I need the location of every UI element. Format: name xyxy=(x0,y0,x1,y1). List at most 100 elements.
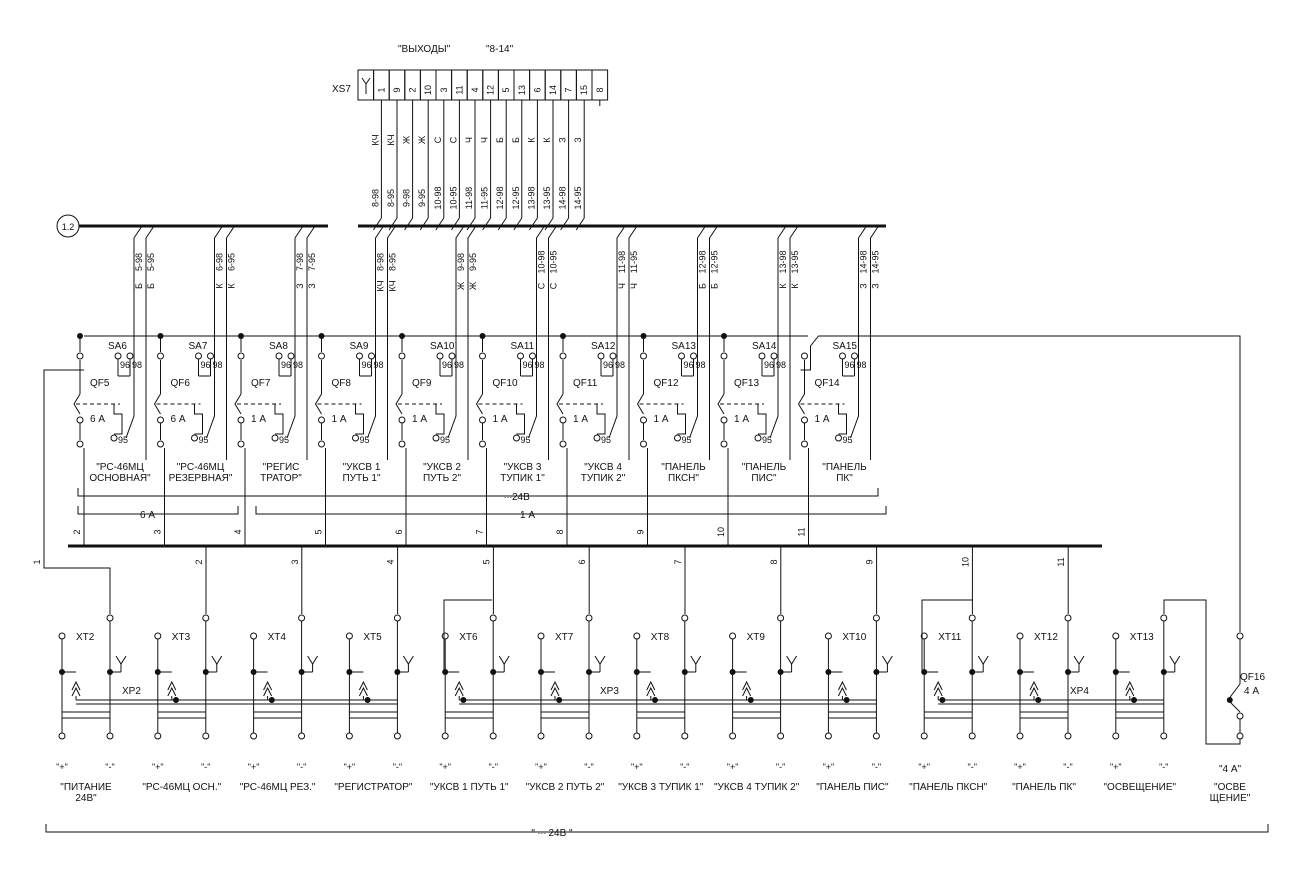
channel-wire-number-95: 5-95 xyxy=(146,253,156,271)
xs7-wire-color: Б xyxy=(495,137,505,143)
output-terminal xyxy=(58,732,66,740)
channel-label: "ПАНЕЛЬ xyxy=(742,462,787,473)
socket-icon xyxy=(263,680,273,691)
breaker-blade xyxy=(73,393,81,415)
switch-contact xyxy=(690,352,697,360)
xs7-wire-bend xyxy=(404,217,414,231)
switch-contact xyxy=(839,352,846,360)
channel-label: "РС-46МЦ xyxy=(177,462,225,473)
xs7-pin-number: 1 xyxy=(376,87,386,92)
output-label: "ОСВЕЩЕНИЕ" xyxy=(1104,782,1177,793)
output-terminal xyxy=(920,732,928,740)
bottom-bracket xyxy=(45,824,1269,833)
output-terminal xyxy=(393,732,401,740)
qf16-terminal xyxy=(1236,732,1244,740)
channel-wire-95 xyxy=(447,225,465,439)
terminal-block-input xyxy=(872,614,880,622)
breaker-label: QF13 xyxy=(734,378,759,389)
polarity-plus: "+" xyxy=(152,762,164,772)
bus-tap-number: 3 xyxy=(153,529,163,534)
channel-wire-color: К xyxy=(790,283,800,289)
xs7-wire-number: 9-98 xyxy=(402,189,412,207)
output-terminal xyxy=(154,732,162,740)
junction-dot xyxy=(1131,697,1137,703)
xs7-pin-number: 8 xyxy=(595,87,605,92)
breaker-terminal xyxy=(237,440,245,448)
channel-wire-number-98: 13-98 xyxy=(778,250,788,273)
socket-icon xyxy=(71,686,81,697)
polarity-plus: "+" xyxy=(727,762,739,772)
output-label: "РС-46МЦ РЕЗ." xyxy=(240,782,316,793)
channel-wire-95 xyxy=(689,225,706,439)
switch-label: SA13 xyxy=(672,341,697,352)
contact-95-label: 95 xyxy=(279,435,289,445)
bus-tap-number: 9 xyxy=(636,529,646,534)
polarity-minus: "-" xyxy=(584,762,593,772)
channel-wire-color: К xyxy=(227,283,237,289)
channel-wire-number-98: 9-98 xyxy=(456,253,466,271)
breaker-terminal xyxy=(640,416,647,424)
qf16-blade xyxy=(1227,683,1241,713)
contact-98-label: 98 xyxy=(857,360,867,370)
socket-icon xyxy=(1125,680,1135,691)
breaker-rating: 1 А xyxy=(654,414,669,425)
xs7-wire-bend xyxy=(560,217,570,231)
polarity-minus: "-" xyxy=(776,762,785,772)
breaker-label: QF7 xyxy=(251,378,271,389)
bridge-wire xyxy=(443,599,492,672)
output-label: "УКСВ 3 ТУПИК 1" xyxy=(618,782,704,793)
contact-95-label: 95 xyxy=(843,435,853,445)
polarity-minus: "-" xyxy=(201,762,210,772)
channel-label: РЕЗЕРВНАЯ" xyxy=(169,473,233,484)
xs7-pin-number: 13 xyxy=(517,85,527,95)
socket-icon xyxy=(550,686,560,697)
channel-label: "ПАНЕЛЬ xyxy=(661,462,706,473)
drop-number: 8 xyxy=(769,559,779,564)
channel-wire-number-95: 8-95 xyxy=(388,253,398,271)
breaker-blade xyxy=(717,393,725,415)
breaker-blade xyxy=(475,393,483,415)
breaker-terminal xyxy=(720,416,728,424)
channel-label: "УКСВ 3 xyxy=(504,462,542,473)
channel-wire-98 xyxy=(226,225,235,460)
breaker-blade xyxy=(314,393,322,415)
socket-icon xyxy=(71,680,81,691)
terminal-block-input xyxy=(681,614,689,622)
bottom-bracket-label: " ⎓ 24В " xyxy=(531,828,573,839)
channel-wire-color: С xyxy=(549,282,559,289)
channel-wire-98 xyxy=(145,225,155,460)
xs7-wire-number: 11-95 xyxy=(480,187,490,209)
channel-wire-color: З xyxy=(295,283,305,288)
channel-wire-number-95: 13-95 xyxy=(790,250,800,273)
xs7-pin-cell xyxy=(435,69,453,101)
channel-wire-95 xyxy=(286,225,304,439)
polarity-plus: "+" xyxy=(823,762,835,772)
terminal-block-input xyxy=(1112,632,1120,640)
channel-wire-color: КЧ xyxy=(376,280,386,291)
output-terminal xyxy=(824,732,832,740)
breaker-terminal xyxy=(76,440,84,448)
breaker-label: QF9 xyxy=(412,378,432,389)
contact-98-label: 98 xyxy=(454,360,464,370)
breaker-terminal xyxy=(318,352,325,360)
qf16-label: QF16 xyxy=(1240,672,1265,683)
terminal-block-input xyxy=(1064,614,1072,622)
contact-96-label: 96 xyxy=(603,360,613,370)
switch-contact xyxy=(597,352,605,360)
xs7-wire-color: С xyxy=(433,136,443,143)
channel-wire-color: Ч xyxy=(617,283,627,289)
terminal-block-label: XT6 xyxy=(459,632,478,643)
breaker-terminal xyxy=(237,416,245,424)
switch-contact xyxy=(368,352,375,360)
output-terminal xyxy=(250,732,258,740)
channel-wire-color: З xyxy=(307,283,317,288)
xs7-pin-number: 6 xyxy=(532,87,542,92)
polarity-plus: "+" xyxy=(535,762,547,772)
polarity-minus: "-" xyxy=(105,762,114,772)
terminal-block-input xyxy=(777,614,785,622)
contact-98-label: 98 xyxy=(293,360,303,370)
switch-contact xyxy=(126,352,134,360)
contact-95-lead xyxy=(757,404,767,435)
xs7-wire-number: 12-98 xyxy=(495,186,505,209)
